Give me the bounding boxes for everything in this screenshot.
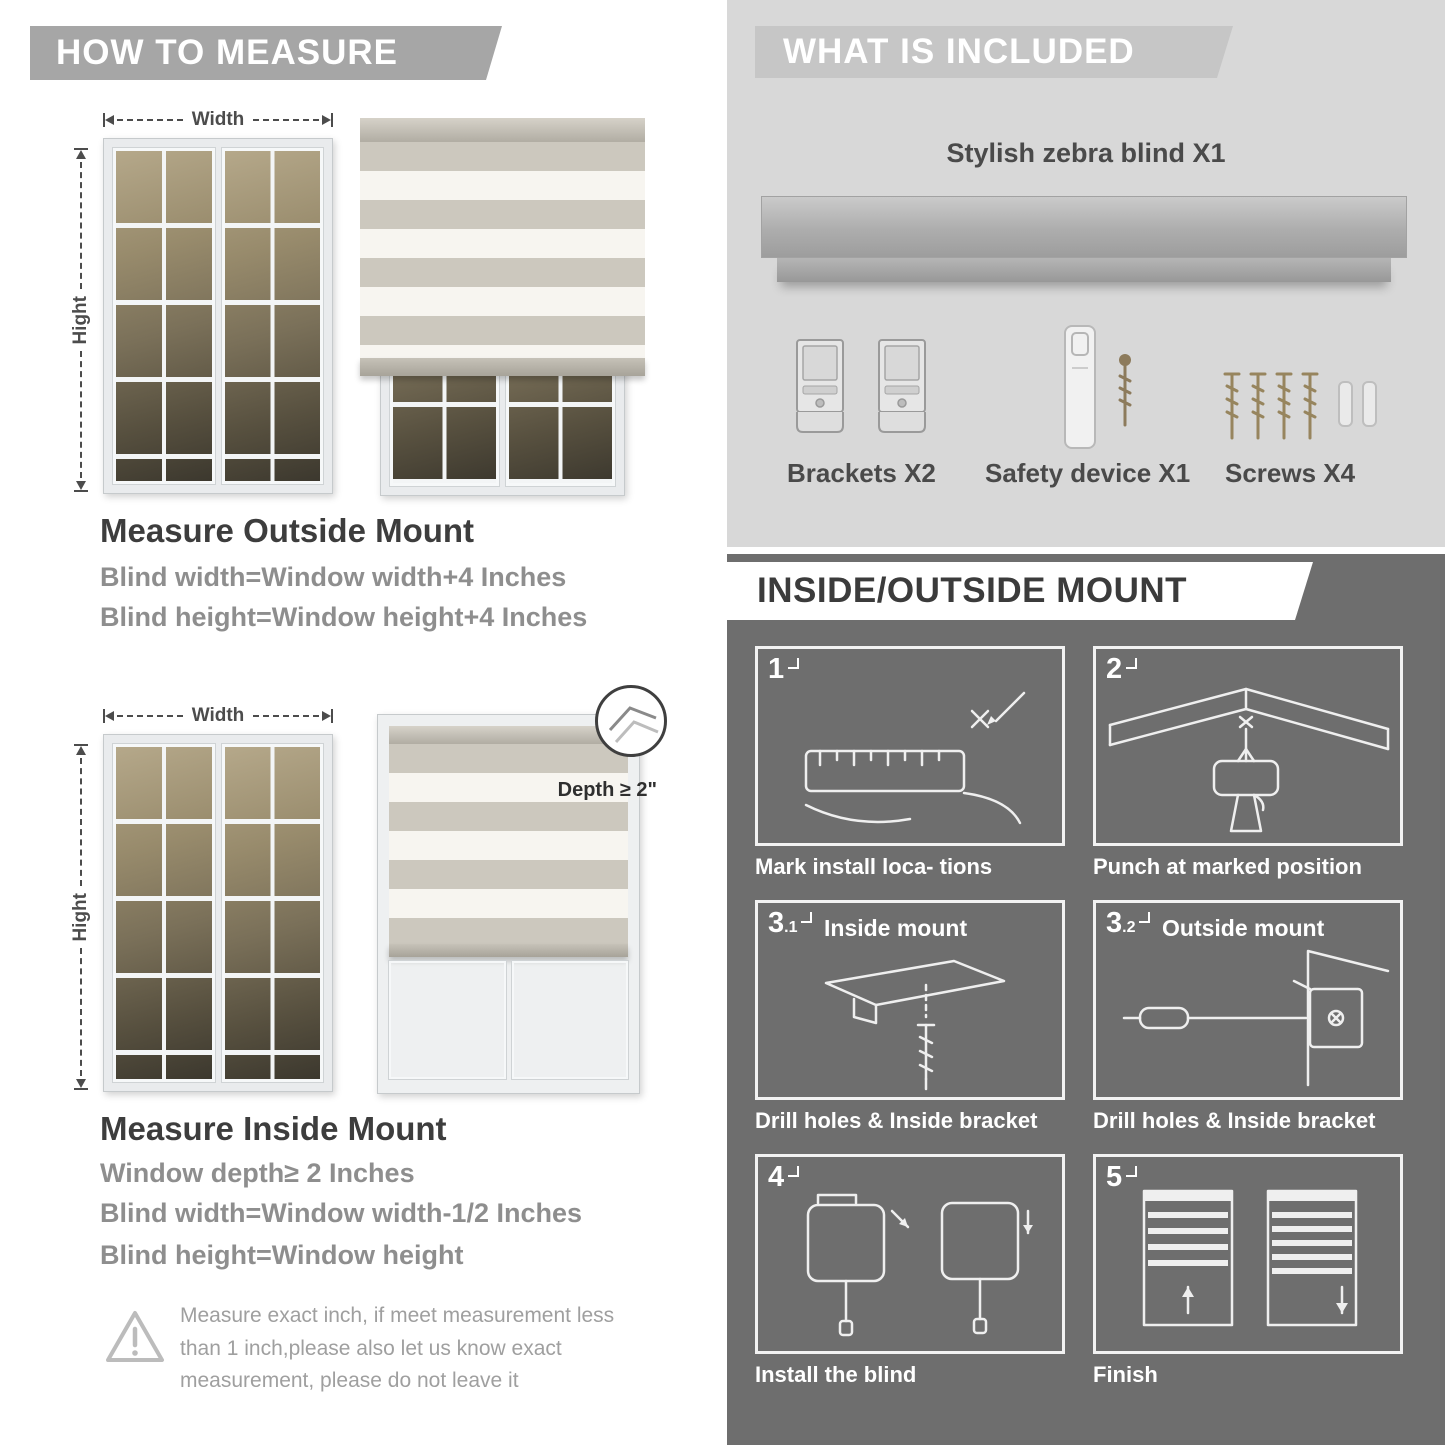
height-label: Hight [70,892,91,942]
width-label: Width [191,109,245,130]
safety-device-icon [1064,325,1132,449]
window-glass [220,147,324,485]
safety-device-label: Safety device X1 [985,458,1191,488]
finish-blinds-illustration [1142,1189,1358,1327]
corner-mark-icon [1126,1166,1138,1177]
inside-mount-title: Measure Inside Mount [100,1110,447,1147]
blind-headrail-lip [777,258,1391,282]
blind-stripes [389,744,628,944]
step-number: 4 [768,1161,800,1194]
what-is-included-section: WHAT IS INCLUDED Stylish zebra blind X1 [727,0,1445,547]
corner-mark-icon [801,912,813,923]
window-glass [220,743,324,1083]
blind-cassette [389,726,628,744]
measurement-warning-text: Measure exact inch, if meet measurement … [180,1304,615,1393]
bracket-icon [878,339,926,433]
step-caption-1: Mark install loca- tions [755,854,993,879]
depth-magnifier-icon [595,685,667,757]
outside-formula-width: Blind width=Window width+4 Inches [100,562,567,592]
bare-window-outside-illustration [103,138,333,494]
screws-label: Screws X4 [1225,458,1356,488]
mark-location-illustration [804,691,1026,825]
step-panel-3-1: 3.1 Inside mount [755,900,1065,1100]
bracket-icon [796,339,844,433]
zebra-blind [360,118,645,376]
step-caption-2: Punch at marked position [1093,854,1362,879]
outside-formula-height: Blind height=Window height+4 Inches [100,602,588,632]
outside-bracket-illustration [1122,949,1390,1087]
window-lower-panes [388,960,629,1080]
step-number: 5 [1106,1161,1138,1194]
how-to-measure-title: HOW TO MEASURE [56,33,398,72]
install-blind-illustration [806,1193,1033,1337]
inside-mount-blind-illustration: Depth ≥ 2" [377,685,667,1094]
step-caption-3-2: Drill holes & Inside bracket [1093,1108,1376,1133]
outside-mount-title: Measure Outside Mount [100,512,475,549]
step-panel-2: 2 [1093,646,1403,846]
step-caption-4: Install the blind [755,1362,917,1387]
step-panel-1: 1 [755,646,1065,846]
blind-bottom-rail [389,944,628,957]
corner-mark-icon [1139,912,1151,923]
step-number: 3.2 [1106,907,1151,940]
corner-mark-icon [788,1166,800,1177]
corner-mark-icon [1126,658,1138,669]
how-to-measure-banner: HOW TO MEASURE [30,26,502,80]
height-label: Hight [70,295,91,345]
step-number: 1 [768,653,800,686]
blind-cassette [360,118,645,142]
what-is-included-banner: WHAT IS INCLUDED [755,26,1233,78]
window-glass [112,147,216,485]
panel-title: Outside mount [1162,915,1325,941]
step-caption-5: Finish [1093,1362,1158,1387]
step-panel-3-2: 3.2 Outside mount [1093,900,1403,1100]
panel-title: Inside mount [824,915,968,941]
depth-label: Depth ≥ 2" [557,779,657,801]
corner-detail-icon [608,706,659,744]
outside-mount-blind-illustration [360,118,645,496]
blind-bottom-rail [360,358,645,376]
corner-mark-icon [788,658,800,669]
blind-stripes [360,142,645,358]
mount-title: INSIDE/OUTSIDE MOUNT [757,571,1188,610]
window-glass [388,960,507,1080]
mount-banner: INSIDE/OUTSIDE MOUNT [727,562,1313,620]
how-to-measure-section: HOW TO MEASURE Width Hight Measure Outsi… [0,0,722,1445]
step-caption-3-1: Drill holes & Inside bracket [755,1108,1038,1133]
width-arrow-outside: Width [103,109,333,130]
inside-rule-depth: Window depth≥ 2 Inches [100,1158,415,1188]
screws-icon [1223,372,1377,440]
mount-steps-section: INSIDE/OUTSIDE MOUNT 1 Mark install loca… [727,554,1445,1445]
height-arrow-inside: Hight [70,744,92,1091]
width-arrow-inside: Width [103,705,333,726]
step-panel-4: 4 [755,1154,1065,1354]
bare-window-inside-illustration [103,734,333,1092]
brackets-label: Brackets X2 [787,458,936,488]
width-label: Width [191,705,245,726]
window-glass [510,960,629,1080]
product-label: Stylish zebra blind X1 [946,138,1226,168]
step-number: 2 [1106,653,1138,686]
drill-ceiling-illustration [1108,687,1390,833]
height-arrow-outside: Hight [70,148,92,493]
step-number: 3.1 [768,907,813,940]
blind-headrail-illustration [761,196,1407,258]
inside-formula-width: Blind width=Window width-1/2 Inches [100,1198,583,1228]
inside-formula-height: Blind height=Window height [100,1240,464,1270]
what-is-included-title: WHAT IS INCLUDED [783,32,1135,71]
step-panel-5: 5 [1093,1154,1403,1354]
window-glass [112,743,216,1083]
warning-triangle-icon [106,1311,164,1362]
inside-bracket-illustration [824,959,1006,1091]
